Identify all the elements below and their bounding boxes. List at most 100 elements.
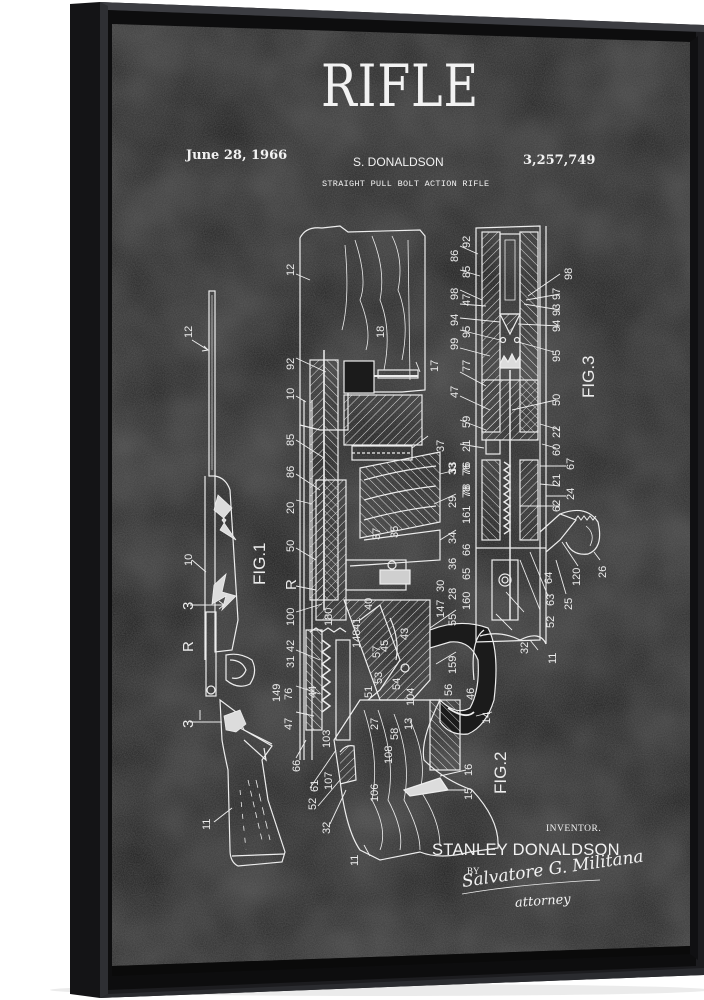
fig1-rifle-drawing [204,290,286,867]
callout: 47 [449,386,461,398]
callout: 78 [461,486,473,498]
callout: 52 [545,616,557,628]
callout: 147 [435,600,447,618]
callout: 25 [563,598,575,610]
callout: R [283,579,300,590]
callout: 65 [461,568,473,580]
callout: 37 [371,528,383,540]
callout: 3 [180,602,197,610]
callout: 11 [349,855,361,866]
callout: 47 [461,294,473,306]
callout: 100 [285,608,297,626]
callout: 78 [461,484,473,496]
callout: 63 [545,594,557,606]
callout: 3 [180,720,197,728]
callout: 66 [461,544,473,556]
callout: 160 [461,592,473,610]
patent-date: June 28, 1966 [186,148,288,163]
fig3-leader-lines [459,245,601,651]
callout: 55 [447,614,459,626]
callout: 86 [449,250,461,262]
callout: 40 [363,598,375,610]
callout: 18 [375,326,387,338]
callout: 29 [447,496,459,508]
callout: 27 [369,718,381,730]
callout: 45 [379,640,391,652]
callout: 108 [383,746,395,764]
callout: 97 [551,288,563,300]
callout: 21 [551,474,563,486]
callout: 120 [571,568,583,586]
callout: 10 [285,388,297,400]
callout: 33 [447,462,459,474]
callout: 41 [351,618,363,630]
callout: 28 [447,588,459,600]
fig1-leader-lines [190,339,233,823]
callout: 98 [563,268,575,280]
callout: 149 [271,684,283,702]
callout: 34 [447,532,459,544]
by-label: BY [467,866,480,876]
callout: 86 [285,466,297,478]
callout: 32 [519,642,531,654]
inventor-name: STANLEY DONALDSON [432,841,620,859]
callout: 56 [443,684,455,696]
callout: 103 [321,730,333,748]
callout: 10 [183,554,195,566]
callout: 58 [389,728,401,740]
fig2-leader-lines [295,273,493,857]
attorney-label: attorney [514,892,572,911]
callout: 54 [391,678,403,690]
callout: 50 [551,394,563,406]
poster-title: RIFLE [320,52,480,120]
callout: 15 [463,788,475,800]
callout: 26 [597,566,609,578]
callout: 148 [351,630,363,648]
callout: 62 [551,500,563,512]
callout: 77 [461,360,473,372]
callout: 66 [291,760,303,772]
fig-label: FIG.1 [250,542,269,585]
callout: 12 [183,326,195,338]
callout: 42 [285,640,297,652]
callout: 17 [429,360,441,372]
fig-label: FIG.3 [579,355,598,398]
callout: 180 [323,608,335,626]
inventor-header: S. DONALDSON [353,155,444,169]
callout: 20 [285,502,297,514]
callout: R [180,641,197,652]
callout: 31 [285,656,297,668]
callout-labels: FIG.1 12 10 3 R 3 11 12 92 10 85 86 20 5… [180,236,609,866]
callout: 13 [403,718,415,730]
callout: 94 [449,314,461,326]
callout: 35 [389,526,401,538]
callout: 16 [463,764,475,776]
callout: 52 [307,798,319,810]
callout: 161 [461,506,473,524]
callout: 32 [321,822,333,834]
frame-side [70,2,100,998]
patent-subtitle: STRAIGHT PULL BOLT ACTION RIFLE [322,179,490,189]
callout: 60 [551,444,563,456]
callout: 67 [565,458,577,470]
callout: 76 [461,462,473,474]
callout: 51 [363,686,375,698]
callout: 95 [551,350,563,362]
callout: 21 [461,440,473,452]
callout: 12 [285,264,297,276]
fig3-bolt-drawing [472,225,601,681]
callout: 22 [551,426,563,438]
callout: 30 [435,580,447,592]
callout: 36 [447,558,459,570]
callout: 85 [285,434,297,446]
callout: 46 [465,688,477,700]
callout: 107 [323,772,335,790]
callout: 57 [371,646,383,658]
callout: 104 [405,688,417,706]
callout: 47 [283,718,295,730]
inventor-label: INVENTOR. [546,824,602,834]
callout: 92 [285,358,297,370]
callout: 61 [309,780,321,792]
fig-label: FIG.2 [491,751,510,794]
